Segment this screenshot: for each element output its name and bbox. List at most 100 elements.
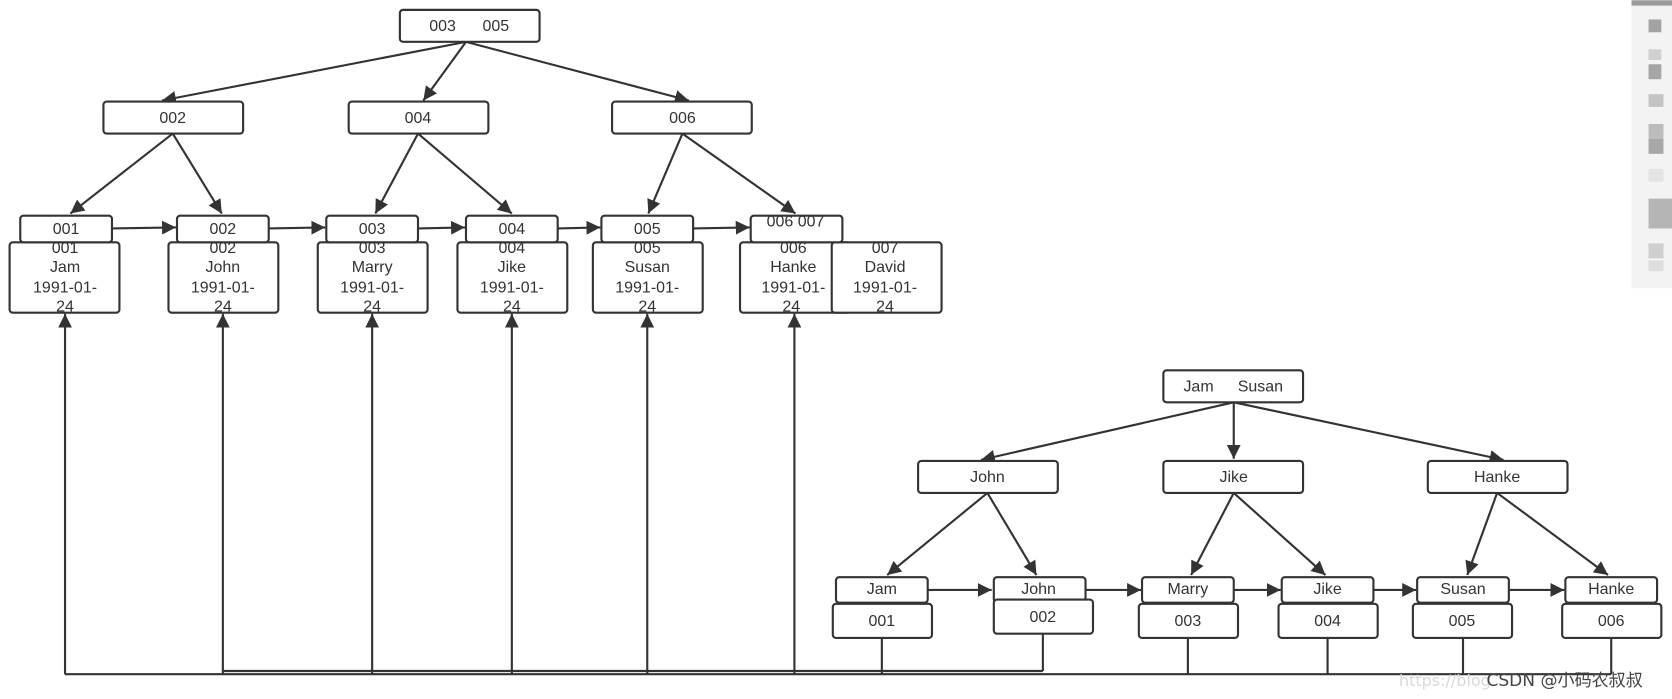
row-date: 1991-01- xyxy=(761,279,825,296)
row-date: 1991-01- xyxy=(853,279,917,296)
row-date: 1991-01- xyxy=(191,279,255,296)
edge-root-to-002 xyxy=(161,40,467,105)
secondary-leaf-ref: 005 xyxy=(1449,613,1476,630)
clustered-internal-node-004 xyxy=(347,100,490,135)
edge-006-to-leaf-005 xyxy=(647,133,684,214)
edge-sec-root-to-hanke xyxy=(1233,401,1504,464)
row-name: Jike xyxy=(498,259,527,276)
edge-002-to-leaf-001 xyxy=(69,132,174,215)
clustered-internal-key: 004 xyxy=(405,110,432,127)
secondary-root-node xyxy=(1162,369,1305,404)
leaf-link-005-006 xyxy=(693,220,750,235)
lookup-lines xyxy=(58,313,1613,676)
leaf-key-box-005 xyxy=(600,214,695,244)
row-date: 1991-01- xyxy=(33,279,97,296)
row-date: 1991-01- xyxy=(480,279,544,296)
secondary-internal-key: Jike xyxy=(1220,469,1249,486)
row-id: 002 xyxy=(210,240,237,257)
edge-root-to-006 xyxy=(465,40,690,104)
edge-004-to-leaf-003 xyxy=(374,133,419,215)
leaf-link-004-005 xyxy=(557,220,601,235)
watermark-text: CSDN @小码农叔叔 xyxy=(1486,671,1642,691)
row-date: 24 xyxy=(363,299,381,316)
row-date: 24 xyxy=(876,299,894,316)
secondary-internal-key: Hanke xyxy=(1474,469,1520,486)
blurred-side-panel xyxy=(1631,0,1672,289)
leaf-link-002-003 xyxy=(268,220,326,235)
clustered-index-edges xyxy=(69,40,797,235)
leaf-key: 001 xyxy=(53,221,80,238)
edge-jike-to-leaf-marry xyxy=(1190,492,1235,576)
secondary-ref-box-006 xyxy=(1561,602,1663,640)
row-id: 004 xyxy=(499,240,526,257)
secondary-ref-box-003 xyxy=(1137,602,1240,640)
secondary-index-edges xyxy=(886,401,1609,597)
edge-john-to-leaf-jam xyxy=(886,492,989,576)
secondary-leaf-key: Hanke xyxy=(1588,581,1634,598)
row-id: 005 xyxy=(634,240,661,257)
row-box-007 xyxy=(830,241,943,314)
secondary-index-nodes xyxy=(831,369,1663,640)
clustered-internal-key: 002 xyxy=(159,110,186,127)
leaf-key: 006 007 xyxy=(767,213,825,230)
edge-006-to-leaf-006 xyxy=(681,132,797,215)
edge-004-to-leaf-004 xyxy=(417,132,513,215)
secondary-leaf-ref: 006 xyxy=(1598,613,1625,630)
leaf-key-box-002 xyxy=(175,214,270,244)
watermark-url: https://blog xyxy=(1399,671,1491,690)
secondary-leaf-key: Susan xyxy=(1440,581,1485,598)
row-name: David xyxy=(865,259,906,276)
secondary-leaf-ref: 003 xyxy=(1175,613,1202,630)
secondary-ref-box-004 xyxy=(1277,602,1379,640)
leaf-key-box-003 xyxy=(325,214,420,244)
secondary-ref-box-002 xyxy=(992,598,1095,635)
row-date: 24 xyxy=(214,299,232,316)
leaf-key: 005 xyxy=(634,221,661,238)
watermark: https://blog CSDN @小码农叔叔 xyxy=(1399,671,1643,691)
row-name: John xyxy=(206,259,241,276)
leaf-link-003-004 xyxy=(417,220,465,235)
edge-root-to-004 xyxy=(422,41,467,102)
secondary-index-labels: Jam Susan John Jike Hanke Jam John Marry… xyxy=(867,379,1635,631)
secondary-leaf-key: John xyxy=(1021,581,1056,598)
secondary-root-key: Susan xyxy=(1238,379,1283,396)
clustered-root-key: 005 xyxy=(483,18,510,35)
clustered-root-node xyxy=(398,8,541,43)
clustered-index-labels: 003 005 002 004 006 001 002 003 004 005 … xyxy=(33,18,917,315)
secondary-ref-box-001 xyxy=(831,602,934,640)
row-id: 003 xyxy=(359,240,386,257)
secondary-leaf-ref: 004 xyxy=(1314,613,1341,630)
secondary-leaf-key: Marry xyxy=(1167,581,1208,598)
secondary-leaf-key: Jam xyxy=(867,581,897,598)
row-date: 24 xyxy=(782,299,800,316)
edge-hanke-to-leaf-susan xyxy=(1465,492,1499,576)
edge-jike-to-leaf-jike xyxy=(1233,492,1327,576)
leaf-key: 003 xyxy=(359,221,386,238)
row-name: Jam xyxy=(50,259,80,276)
row-date: 1991-01- xyxy=(340,279,404,296)
secondary-internal-key: John xyxy=(970,469,1005,486)
secondary-internal-node-john xyxy=(917,459,1059,494)
secondary-leaf-ref: 002 xyxy=(1030,609,1057,626)
row-date: 1991-01- xyxy=(615,279,679,296)
edge-sec-root-to-john xyxy=(980,401,1234,464)
row-name: Marry xyxy=(352,259,393,276)
row-id: 006 xyxy=(780,240,807,257)
leaf-link-001-002 xyxy=(111,220,176,235)
clustered-internal-node-002 xyxy=(102,100,245,135)
clustered-internal-node-006 xyxy=(611,100,753,135)
row-date: 24 xyxy=(503,299,521,316)
leaf-key: 002 xyxy=(210,221,237,238)
leaf-key-box-004 xyxy=(464,214,559,244)
row-id: 007 xyxy=(872,240,899,257)
secondary-internal-node-jike xyxy=(1162,459,1305,494)
edge-hanke-to-leaf-hanke xyxy=(1496,492,1609,576)
row-name: Hanke xyxy=(770,259,816,276)
row-id: 001 xyxy=(52,240,79,257)
secondary-root-key: Jam xyxy=(1183,379,1213,396)
edge-002-to-leaf-002 xyxy=(171,133,223,215)
row-name: Susan xyxy=(625,259,670,276)
secondary-leaf-ref: 001 xyxy=(869,613,896,630)
